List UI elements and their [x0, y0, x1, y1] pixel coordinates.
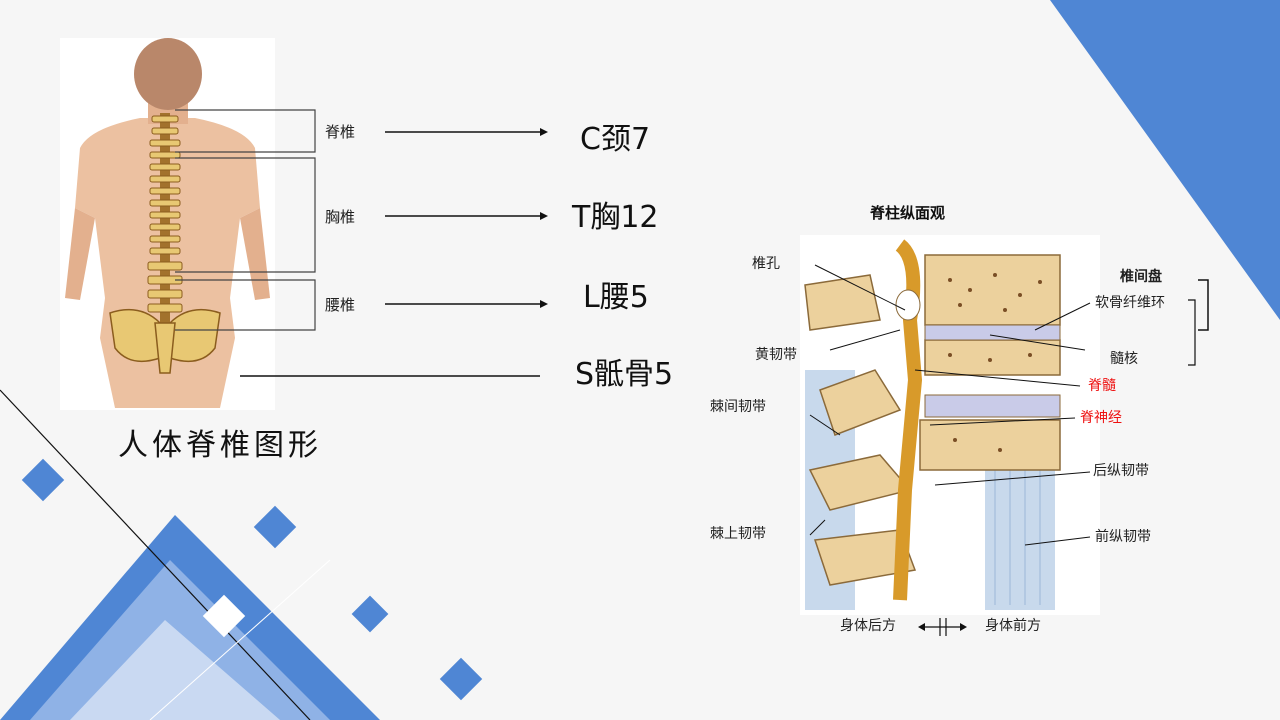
- vertebral-bodies: [919, 254, 1061, 471]
- diagonal-line: [0, 389, 311, 720]
- head: [134, 38, 202, 110]
- label-supraspinous: 棘上韧带: [710, 526, 766, 542]
- label-front: 身体前方: [985, 618, 1041, 634]
- spinous-processes: [804, 274, 917, 586]
- label-anterior-ligament: 前纵韧带: [1095, 529, 1151, 545]
- label-ligamentum-flavum: 黄韧带: [755, 347, 797, 363]
- diamond-1: [21, 458, 65, 502]
- segment-value-thoracic: T胸12: [572, 200, 659, 235]
- vertebral-body-2: [924, 339, 1061, 376]
- bottom-left-triangle-light: [70, 620, 280, 720]
- label-annulus: 软骨纤维环: [1095, 295, 1165, 311]
- top-right-triangle: [1050, 0, 1280, 320]
- segment-label-lumbar: 腰椎: [325, 296, 356, 314]
- anterior-ligament-band: [985, 445, 1055, 610]
- label-disc: 椎间盘: [1120, 269, 1162, 285]
- label-spinal-nerve: 脊神经: [1080, 410, 1122, 426]
- vertebral-foramen: [895, 289, 921, 321]
- segment-label-thoracic: 胸椎: [325, 208, 356, 226]
- diamond-4: [351, 595, 389, 633]
- spine-sagittal-diagram: 脊柱纵面观 椎孔 黄韧带 棘间韧带 棘上韧带 椎间盘 软骨纤维环 髓核 脊髓 脊…: [700, 190, 1260, 640]
- diagram-title: 脊柱纵面观: [870, 204, 946, 222]
- spinal-cord: [893, 239, 923, 601]
- label-posterior-ligament: 后纵韧带: [1093, 463, 1149, 479]
- vertebral-body-1: [924, 254, 1061, 326]
- slide-caption: 人体脊椎图形: [118, 428, 322, 463]
- segment-value-lumbar: L腰5: [583, 280, 649, 315]
- label-spinal-cord: 脊髓: [1088, 378, 1116, 394]
- diagonal-line-white: [149, 559, 331, 720]
- pelvis: [109, 308, 221, 374]
- label-interspinous: 棘间韧带: [710, 399, 766, 415]
- label-back: 身体后方: [840, 618, 896, 634]
- label-foramen: 椎孔: [752, 256, 780, 272]
- spine-sagittal-drawing: [800, 235, 1209, 636]
- segment-value-sacrum: S骶骨5: [575, 357, 674, 392]
- segment-label-cervical: 脊椎: [325, 123, 356, 141]
- spine: [147, 113, 183, 338]
- intervertebral-disc: [924, 324, 1061, 341]
- vertebral-body-3: [919, 419, 1061, 471]
- label-nucleus: 髓核: [1110, 351, 1138, 367]
- human-back-illustration: [60, 38, 275, 410]
- segment-value-cervical: C颈7: [580, 122, 651, 157]
